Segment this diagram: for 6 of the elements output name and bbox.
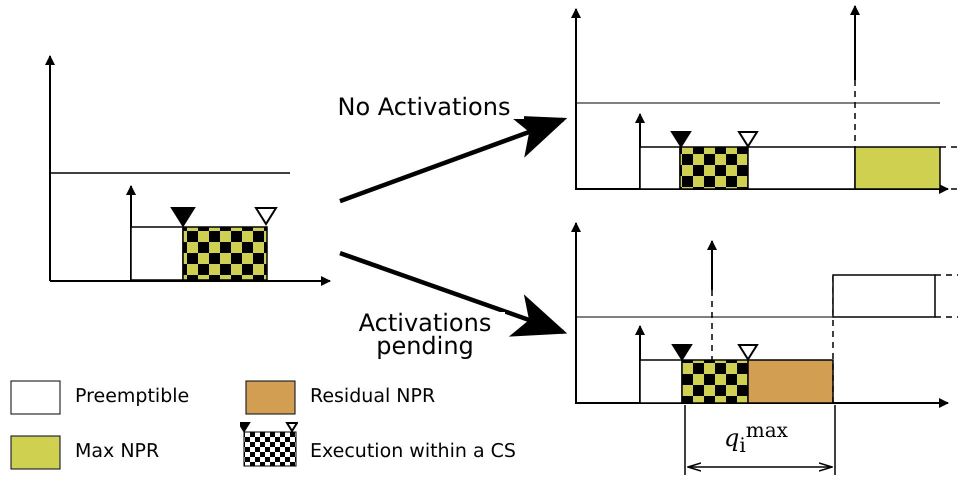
legend-text: Execution within a CS — [310, 440, 516, 462]
arrow — [339, 250, 568, 337]
arrow — [339, 115, 568, 204]
legend-text: Residual NPR — [310, 385, 436, 407]
legend-text: Preemptible — [75, 385, 190, 407]
legend-text: Max NPR — [75, 440, 160, 462]
